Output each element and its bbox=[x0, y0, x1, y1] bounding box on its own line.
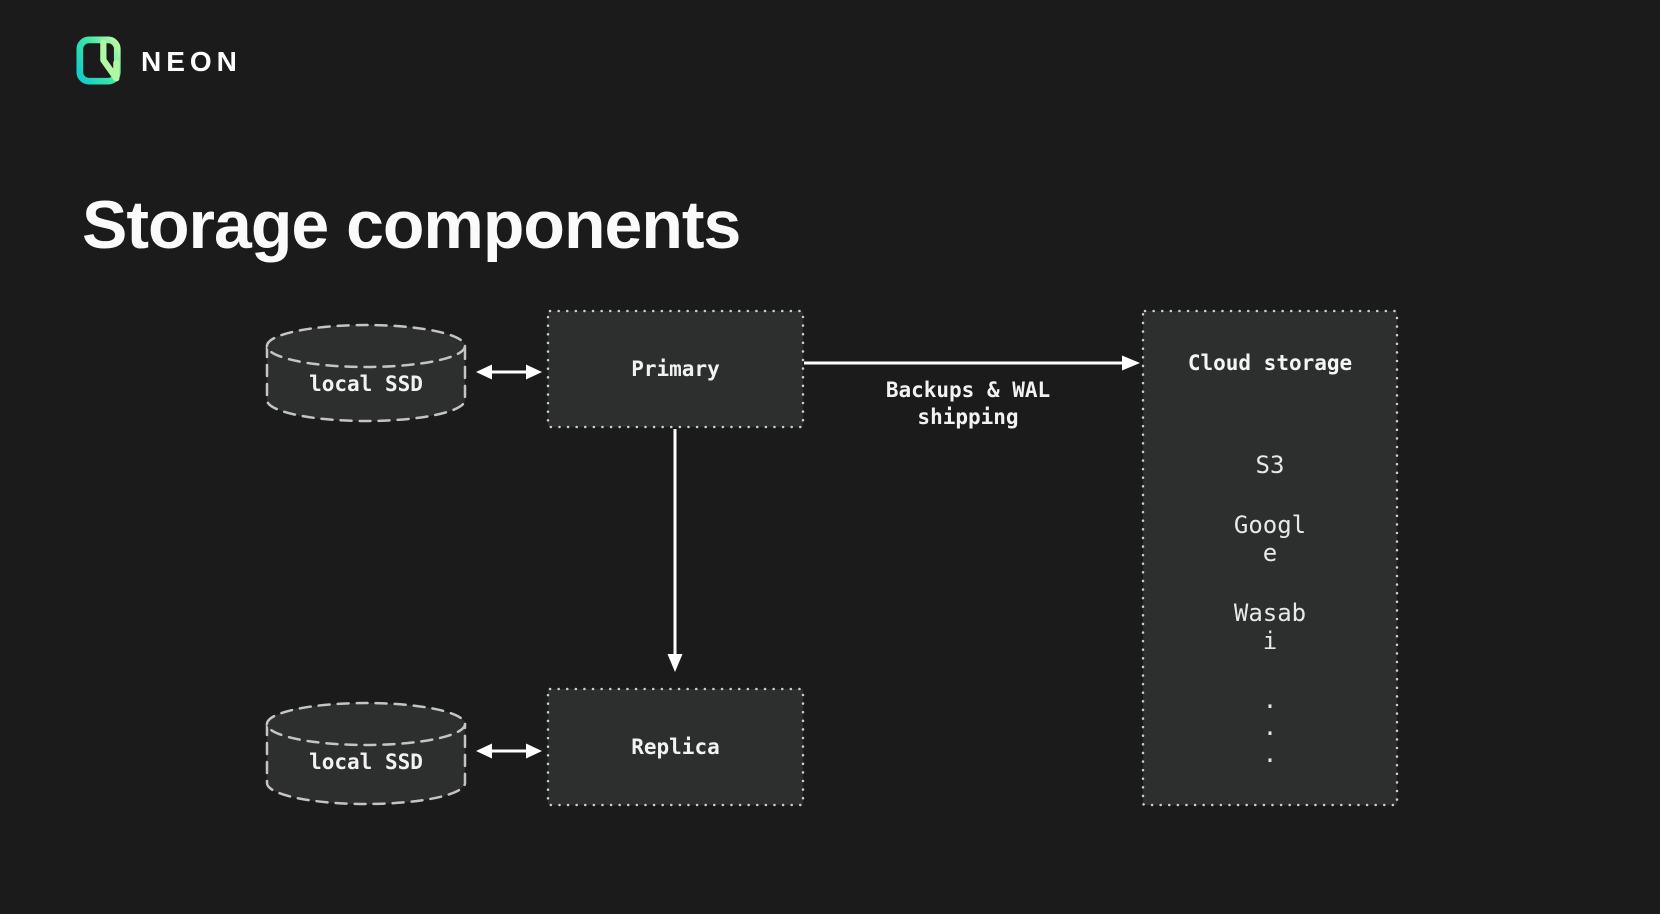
cloud-storage-ellipsis: . . . bbox=[1263, 687, 1277, 768]
cloud-storage-item: S3 bbox=[1255, 451, 1285, 479]
brand-wordmark: NEON bbox=[141, 46, 242, 77]
neon-logo-icon bbox=[76, 36, 121, 85]
replica-node-box bbox=[546, 687, 805, 807]
cloud-storage-item: Google bbox=[1233, 511, 1307, 567]
ellipsis-dot: . bbox=[1262, 713, 1278, 741]
arrow-primary-cloud bbox=[804, 355, 1140, 371]
ellipsis-dot: . bbox=[1262, 686, 1278, 714]
replica-node-label: Replica bbox=[631, 735, 720, 759]
local-ssd-top-cylinder bbox=[265, 323, 467, 423]
arrow-primary-replica bbox=[667, 429, 683, 672]
primary-node-box bbox=[546, 309, 805, 429]
cloud-storage-node: Cloud storage S3 Google Wasabi . . . bbox=[1143, 311, 1397, 805]
cloud-storage-item: Wasabi bbox=[1233, 599, 1307, 655]
page-title: Storage components bbox=[82, 186, 741, 263]
cloud-storage-box bbox=[1141, 309, 1399, 807]
arrow-ssd-replica bbox=[476, 743, 542, 759]
local-ssd-bottom-cylinder bbox=[265, 701, 467, 806]
local-ssd-top-label: local SSD bbox=[309, 371, 423, 396]
local-ssd-bottom-label: local SSD bbox=[309, 750, 423, 774]
brand-header: NEON bbox=[76, 36, 242, 88]
ellipsis-dot: . bbox=[1262, 740, 1278, 768]
cloud-storage-items: S3 Google Wasabi . . . bbox=[1143, 451, 1397, 768]
primary-node-label: Primary bbox=[631, 357, 720, 381]
cloud-storage-title: Cloud storage bbox=[1187, 351, 1353, 375]
arrow-ssd-primary bbox=[476, 364, 542, 380]
backups-wal-shipping-label: Backups & WAL shipping bbox=[885, 378, 1051, 429]
